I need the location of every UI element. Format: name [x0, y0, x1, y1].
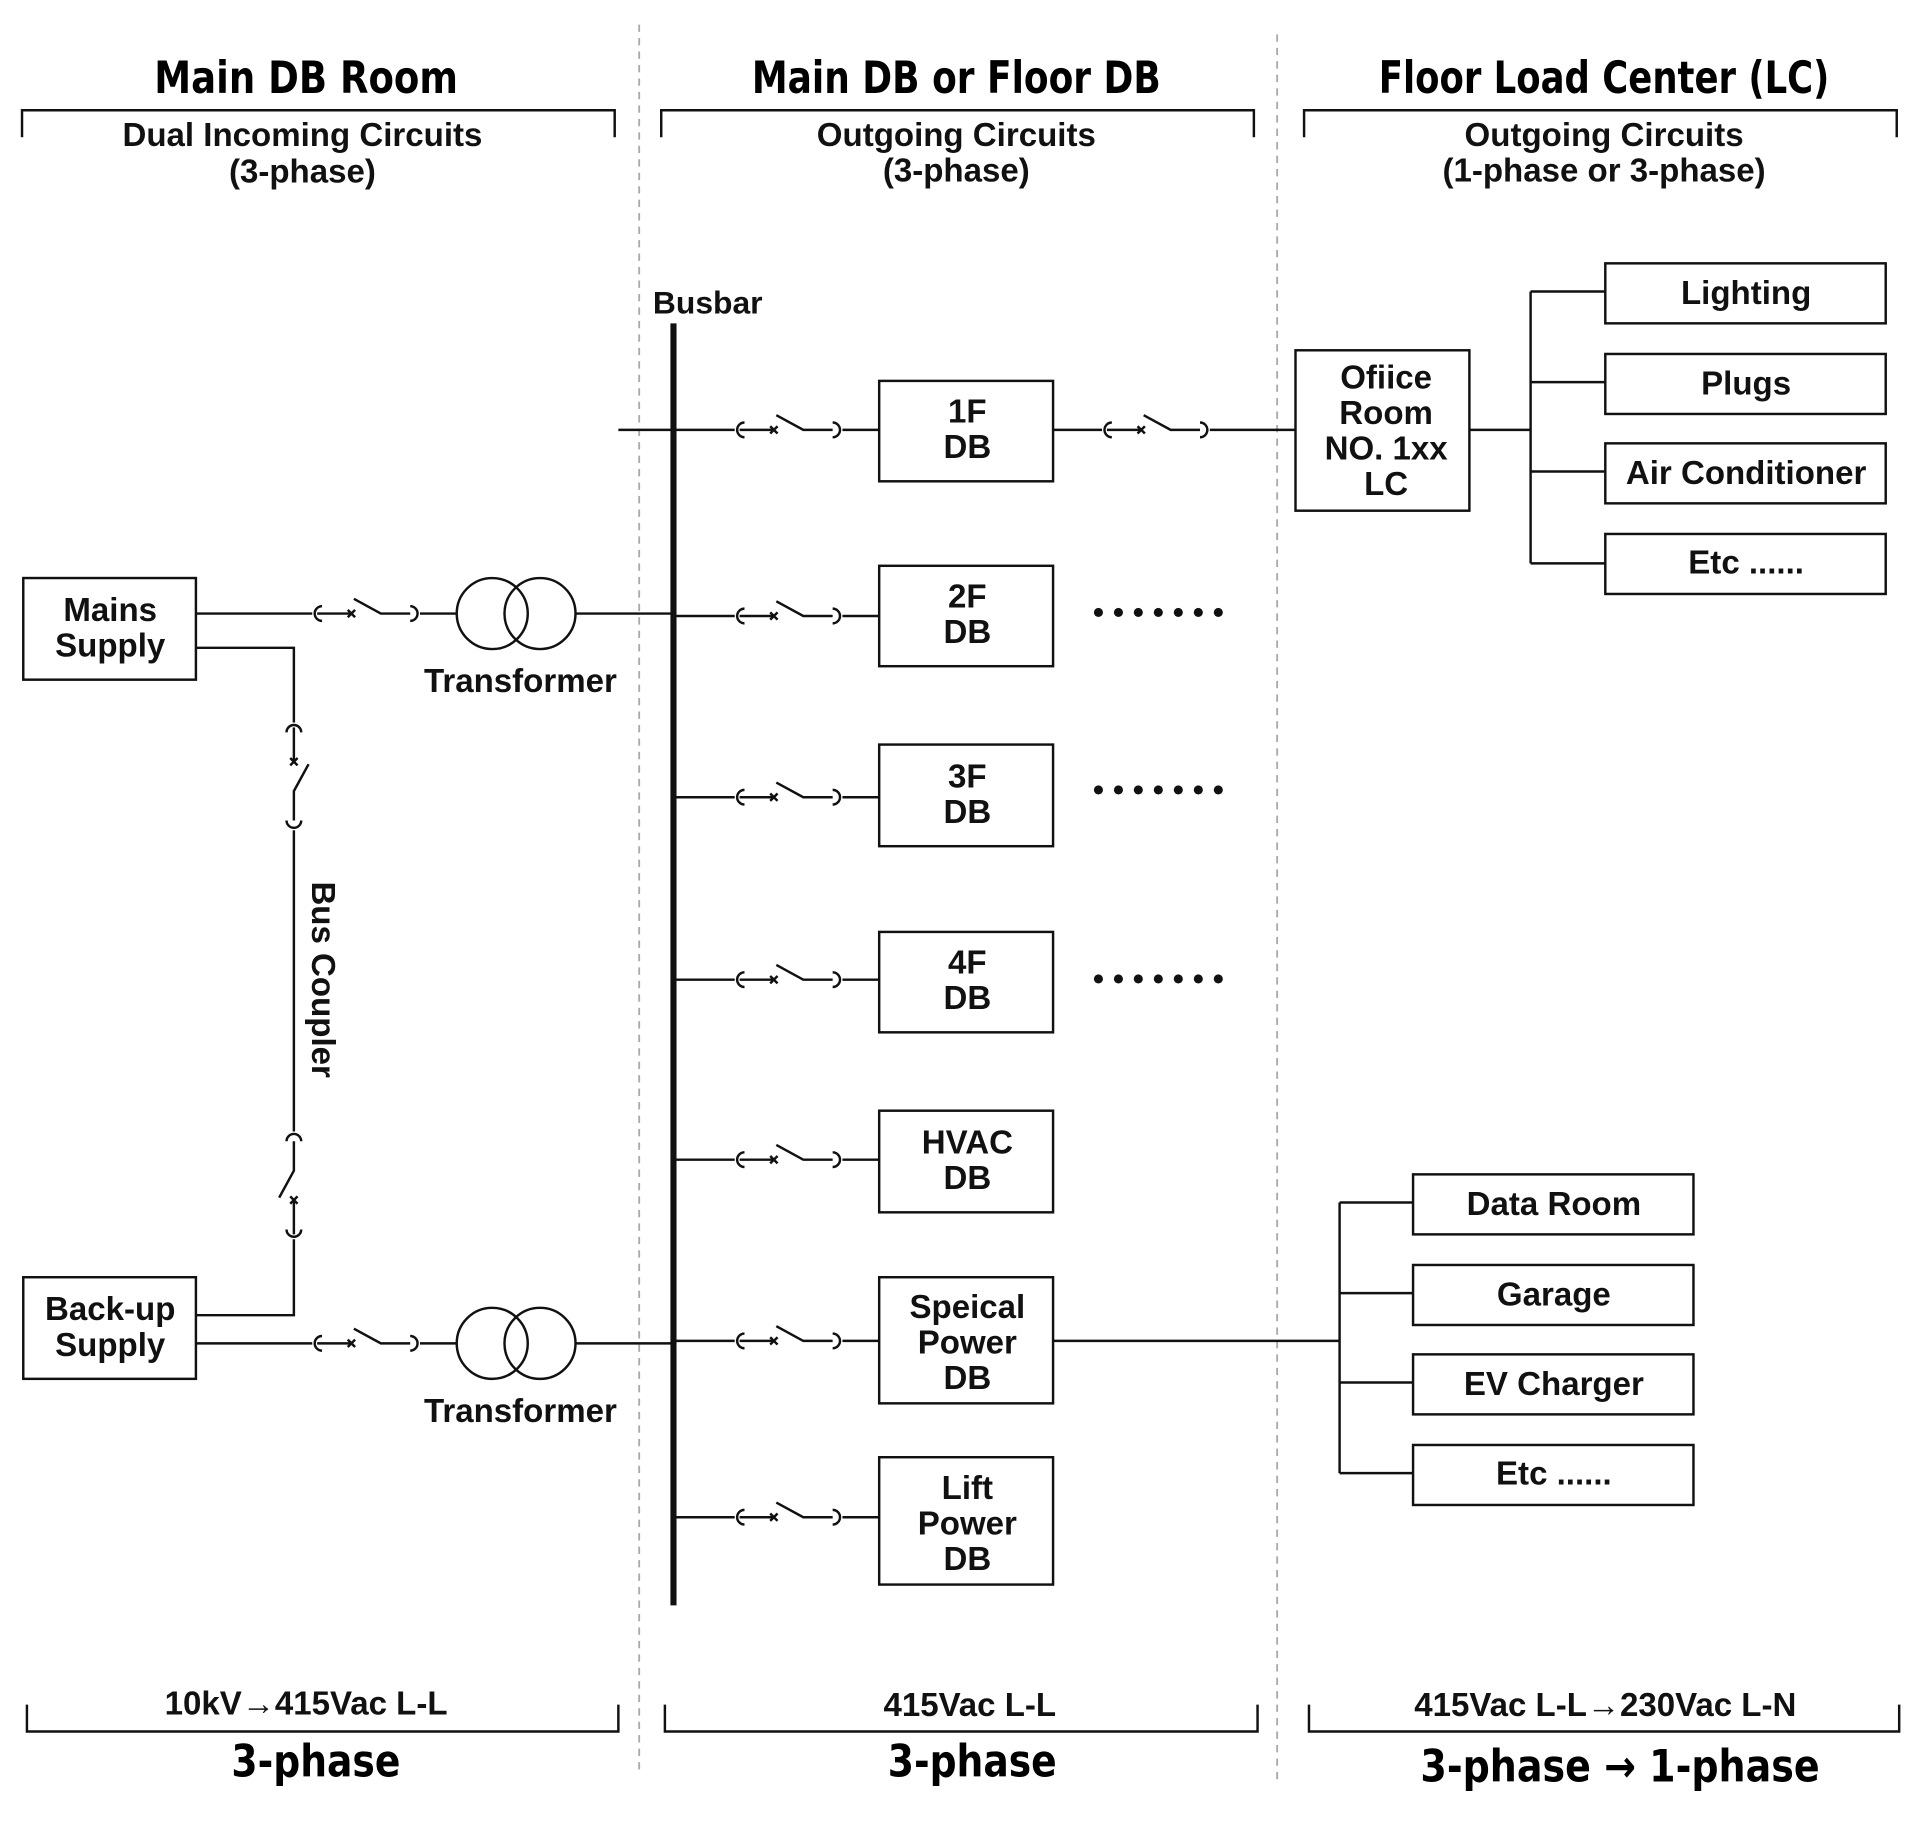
header-bracket: [20, 109, 616, 138]
load-box-lighting: [1604, 262, 1887, 325]
load-box-air-conditioner: [1604, 442, 1887, 505]
db-label: Power: [918, 1324, 1017, 1361]
db-label: DB: [943, 1541, 991, 1578]
transformer-icon: [455, 1306, 577, 1381]
load-label: Lighting: [1681, 275, 1811, 312]
mains-supply-label: Supply: [55, 628, 166, 665]
phase-label: 3-phase: [888, 1737, 1057, 1788]
load-label: Garage: [1497, 1277, 1611, 1314]
db-box-special-power: [877, 1276, 1055, 1405]
column-title: Floor Load Center (LC): [1379, 53, 1830, 104]
mains-supply-label: Mains: [63, 592, 157, 629]
db-box-3f: [877, 743, 1055, 848]
circuit-breaker-icon: [734, 600, 843, 625]
ellipsis: • • • • • • •: [1093, 594, 1224, 630]
office-lc-label: Room: [1339, 395, 1433, 432]
circuit-breaker-icon: [734, 781, 843, 806]
db-label: DB: [943, 1160, 991, 1197]
db-box-4f: [877, 930, 1055, 1034]
db-label: 3F: [948, 759, 987, 796]
ellipsis: • • • • • • •: [1093, 772, 1224, 808]
mains-supply-box: [22, 576, 198, 681]
transformer-icon: [455, 576, 577, 651]
db-label: Lift: [942, 1470, 993, 1507]
office-lc-label: NO. 1xx: [1325, 430, 1449, 467]
load-label: Etc ......: [1688, 544, 1804, 581]
db-box-lift-power: [877, 1456, 1055, 1586]
circuit-breaker-icon: [312, 597, 420, 623]
load-label: Etc ......: [1496, 1455, 1612, 1492]
circuit-breaker-icon: [734, 1501, 843, 1526]
circuit-breaker-icon: [285, 722, 310, 831]
db-box-1f: [877, 379, 1055, 483]
db-label: HVAC: [922, 1125, 1013, 1162]
load-label: Data Room: [1467, 1186, 1641, 1223]
load-box-data-room: [1411, 1173, 1695, 1236]
footer-bracket: [1307, 1704, 1901, 1733]
load-label: EV Charger: [1464, 1366, 1644, 1403]
ellipsis: • • • • • • •: [1093, 960, 1224, 996]
phase-label: 3-phase: [231, 1737, 400, 1788]
circuit-breaker-icon: [278, 1131, 303, 1240]
footer-bracket: [25, 1704, 620, 1733]
backup-supply-label: Back-up: [45, 1291, 175, 1328]
column-subtitle: Dual Incoming Circuits: [123, 117, 483, 154]
header-bracket: [660, 109, 1256, 138]
header-bracket: [1302, 109, 1898, 138]
load-box-ev-charger: [1411, 1353, 1695, 1416]
load-label: Plugs: [1701, 366, 1791, 403]
db-label: DB: [943, 1360, 991, 1397]
db-label: 2F: [948, 579, 987, 616]
bus-coupler-label: Bus Coupler: [304, 881, 341, 1078]
voltage-label: 10kV→415Vac L-L: [165, 1686, 448, 1723]
db-box-hvac: [877, 1109, 1055, 1214]
circuit-breaker-icon: [734, 414, 843, 439]
transformer-label: Transformer: [424, 663, 617, 700]
breakers: [278, 414, 1210, 1526]
column-title: Main DB or Floor DB: [752, 53, 1161, 104]
db-label: 1F: [948, 394, 987, 431]
office-lc-box: [1294, 349, 1471, 512]
column-subtitle: Outgoing Circuits: [1465, 117, 1744, 154]
db-label: DB: [943, 614, 991, 651]
voltage-label: 415Vac L-L: [883, 1687, 1056, 1724]
circuit-breaker-icon: [312, 1327, 420, 1352]
column-title: Main DB Room: [154, 53, 458, 104]
transformer-label: Transformer: [424, 1393, 617, 1430]
load-box-garage: [1411, 1263, 1695, 1327]
db-label: DB: [943, 794, 991, 831]
circuit-breaker-icon: [1102, 414, 1210, 439]
load-label: Air Conditioner: [1626, 455, 1867, 492]
circuit-breaker-icon: [734, 1325, 843, 1350]
office-lc-label: LC: [1364, 466, 1408, 503]
voltage-label: 415Vac L-L→230Vac L-N: [1414, 1687, 1796, 1724]
db-label: DB: [943, 980, 991, 1017]
office-lc-label: Ofiice: [1340, 359, 1432, 396]
backup-supply-box: [22, 1276, 198, 1381]
column-subtitle: Outgoing Circuits: [817, 117, 1096, 154]
db-label: Speical: [909, 1289, 1025, 1326]
db-box-2f: [877, 564, 1055, 668]
column-subtitle: (1-phase or 3-phase): [1442, 152, 1765, 189]
load-box-etc: [1411, 1443, 1695, 1507]
db-label: 4F: [948, 945, 987, 982]
busbar-label: Busbar: [653, 284, 763, 320]
footer-bracket: [663, 1704, 1259, 1733]
load-box-etc: [1604, 532, 1887, 596]
backup-supply-label: Supply: [55, 1327, 166, 1364]
db-label: Power: [918, 1506, 1017, 1543]
column-subtitle: (3-phase): [229, 154, 376, 191]
circuit-breaker-icon: [734, 1143, 843, 1169]
phase-label: 3-phase → 1-phase: [1420, 1741, 1819, 1792]
load-box-plugs: [1604, 352, 1887, 416]
db-label: DB: [943, 429, 991, 466]
circuit-breaker-icon: [734, 963, 843, 989]
column-subtitle: (3-phase): [883, 152, 1030, 189]
